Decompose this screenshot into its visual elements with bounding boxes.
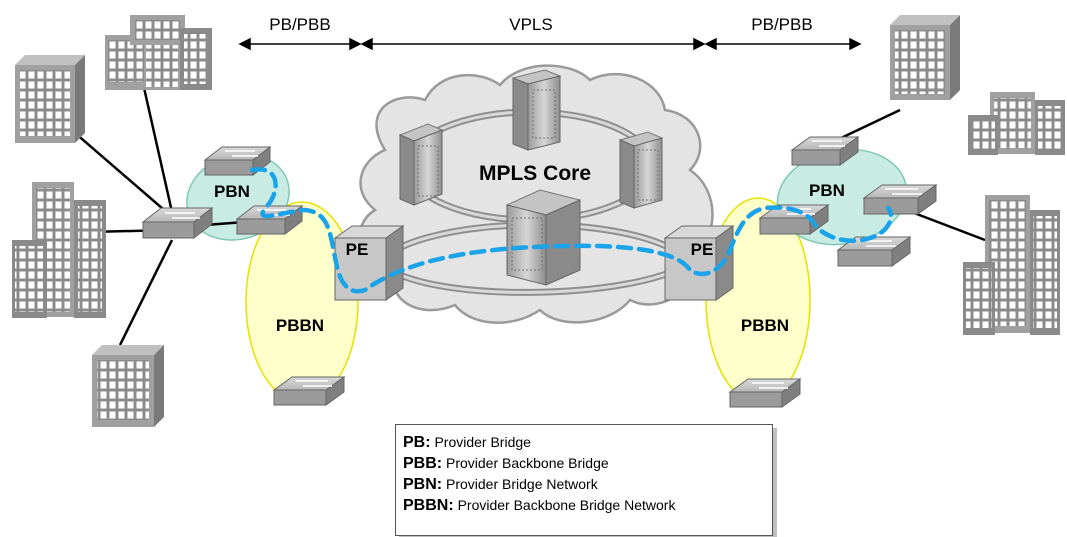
switch-pbbn-right-icon	[728, 378, 802, 408]
legend-row-pbbn: PBBN: Provider Backbone Bridge Network	[403, 497, 676, 514]
legend-desc: Provider Bridge Network	[446, 476, 598, 492]
legend-desc: Provider Backbone Bridge	[446, 455, 609, 471]
core-router-right-icon	[618, 131, 664, 209]
pbbn-right-label: PBBN	[741, 316, 789, 335]
switch-pbn-left-top-icon	[203, 145, 272, 177]
building-right-top-icon	[890, 15, 960, 100]
span-label-right: PB/PBB	[751, 15, 812, 34]
building-left-top-icon	[105, 15, 212, 90]
span-label-left: PB/PBB	[269, 15, 330, 34]
building-right-middle-icon	[968, 92, 1065, 155]
legend-row-pb: PB: Provider Bridge	[403, 434, 531, 451]
service-path	[249, 167, 894, 294]
building-right-bottom-icon	[963, 195, 1060, 335]
legend-term: PBBN	[403, 497, 449, 514]
legend-desc: Provider Bridge	[434, 434, 531, 450]
legend-term: PBB	[403, 455, 437, 472]
building-left-bottom-icon	[92, 345, 164, 427]
legend-box: PB: Provider Bridge PBB: Provider Backbo…	[395, 424, 773, 536]
pbn-left-label: PBN	[214, 182, 250, 201]
legend-desc: Provider Backbone Bridge Network	[457, 497, 676, 513]
span-label-center: VPLS	[509, 15, 552, 34]
core-router-top-icon	[511, 69, 562, 151]
switch-pbn-right-top-icon	[790, 136, 860, 166]
pe-left-router-icon	[333, 225, 405, 301]
building-left-upper-icon	[15, 55, 85, 143]
building-left-middle-icon	[12, 182, 106, 318]
core-router-left-icon	[398, 123, 444, 206]
legend-term: PBN	[403, 476, 437, 493]
switch-left-access-icon	[141, 206, 214, 240]
pbbn-left-label: PBBN	[276, 316, 324, 335]
pe-right-label: PE	[691, 240, 714, 259]
switch-pbbn-left-icon	[272, 376, 346, 406]
pe-left-label: PE	[346, 240, 369, 259]
span-arrows	[238, 37, 862, 51]
switch-pbn-right-middle-icon	[862, 184, 938, 215]
switch-pbn-left-bottom-icon	[235, 204, 304, 236]
legend-term: PB	[403, 434, 426, 451]
legend-row-pbn: PBN: Provider Bridge Network	[403, 476, 598, 493]
core-router-bottom-icon	[505, 189, 582, 286]
legend-row-pbb: PBB: Provider Backbone Bridge	[403, 455, 609, 472]
pbn-right-label: PBN	[809, 181, 845, 200]
mpls-core-label: MPLS Core	[479, 162, 591, 185]
